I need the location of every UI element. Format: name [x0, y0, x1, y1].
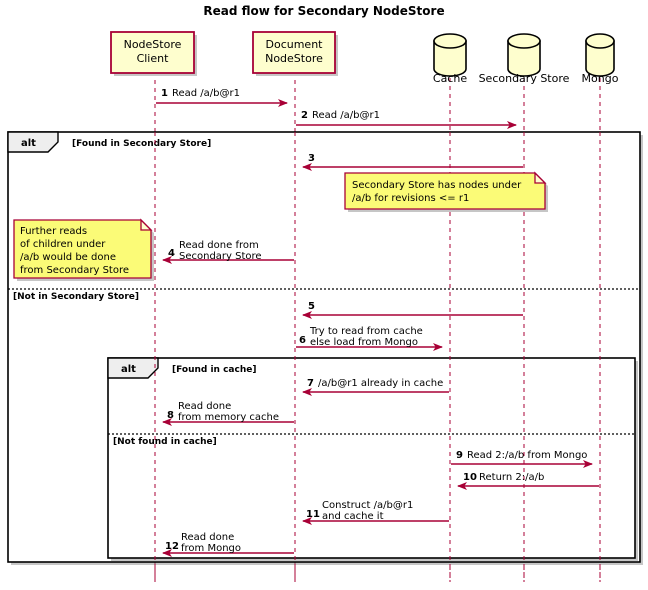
participant-mongo-label: Mongo: [582, 72, 619, 85]
frame-inner-alt: alt [Found in cache] [Not found in cache…: [107, 357, 638, 561]
message-8-label-1: Read done: [178, 401, 231, 412]
message-3: 3: [302, 153, 523, 171]
note-further-reads-line-4: from Secondary Store: [20, 265, 129, 276]
note-secondary-store-fold: [534, 171, 547, 184]
message-11-label-1: Construct /a/b@r1: [322, 500, 413, 511]
frame-inner-alt-operator: alt: [121, 364, 136, 375]
message-5: 5: [302, 301, 523, 319]
note-further-reads-line-2: of children under: [20, 239, 106, 250]
message-6-label-2: else load from Mongo: [310, 337, 418, 348]
message-10-label: Return 2:/a/b: [479, 472, 544, 483]
participant-client-box: [110, 31, 195, 74]
participant-cache-label: Cache: [433, 72, 467, 85]
message-9-label: Read 2:/a/b from Mongo: [467, 450, 587, 461]
message-2: 2 Read /a/b@r1: [296, 110, 517, 129]
note-further-reads: Further reads of children under /a/b wou…: [13, 218, 154, 281]
message-12-label-1: Read done: [181, 532, 234, 543]
participant-cache[interactable]: Cache: [433, 33, 467, 85]
message-4-label-2: Secondary Store: [179, 251, 262, 262]
message-4-number: 4: [168, 248, 175, 259]
database-icon-cache: [433, 33, 467, 77]
message-10: 10 Return 2:/a/b: [457, 472, 599, 490]
participant-client-label-2: Client: [137, 52, 170, 65]
message-3-number: 3: [308, 153, 315, 164]
message-11: 11 Construct /a/b@r1 and cache it: [302, 500, 449, 525]
message-4: 4 Read done from Secondary Store: [162, 240, 294, 264]
frame-inner-alt-guard: [Found in cache]: [172, 365, 256, 375]
message-1: 1 Read /a/b@r1: [156, 88, 288, 107]
message-1-label: Read /a/b@r1: [172, 88, 240, 99]
message-8-label-2: from memory cache: [178, 412, 279, 423]
note-secondary-store-line-1: Secondary Store has nodes under: [352, 180, 522, 191]
participant-client-label-1: NodeStore: [124, 38, 182, 51]
message-1-number: 1: [161, 88, 168, 99]
message-6-number: 6: [299, 335, 306, 346]
diagram-title: Read flow for Secondary NodeStore: [203, 4, 444, 18]
note-secondary-store-line-2: /a/b for revisions <= r1: [352, 193, 469, 204]
message-4-label-1: Read done from: [179, 240, 259, 251]
frame-outer-alt-operator: alt: [21, 138, 36, 149]
frame-inner-alt-operator-tab: [107, 357, 159, 379]
message-8: 8 Read done from memory cache: [162, 401, 294, 426]
frame-outer-alt-guard: [Found in Secondary Store]: [72, 139, 211, 149]
participant-client[interactable]: NodeStore Client: [110, 31, 197, 76]
message-11-number: 11: [306, 509, 320, 520]
participant-secondary-store-label: Secondary Store: [479, 72, 570, 85]
participant-secondary-store[interactable]: Secondary Store: [479, 33, 570, 85]
message-2-number: 2: [301, 110, 308, 121]
message-5-number: 5: [308, 301, 315, 312]
note-further-reads-line-1: Further reads: [20, 226, 87, 237]
database-icon-mongo: [585, 33, 615, 77]
message-7: 7 /a/b@r1 already in cache: [302, 378, 449, 396]
note-further-reads-body: [13, 219, 152, 279]
message-6: 6 Try to read from cache else load from …: [296, 326, 443, 351]
message-10-number: 10: [463, 472, 477, 483]
frame-inner-alt-else-guard: [Not found in cache]: [113, 437, 217, 447]
database-icon-secondary-store: [507, 33, 541, 77]
message-12-number: 12: [165, 541, 179, 552]
message-7-number: 7: [307, 378, 314, 389]
participant-dns-box: [252, 31, 336, 74]
message-7-label: /a/b@r1 already in cache: [318, 378, 443, 389]
message-12: 12 Read done from Mongo: [162, 532, 294, 557]
participant-mongo[interactable]: Mongo: [582, 33, 619, 85]
message-11-label-2: and cache it: [322, 511, 384, 522]
message-8-number: 8: [167, 410, 174, 421]
note-further-reads-fold: [140, 218, 153, 231]
message-6-label-1: Try to read from cache: [309, 326, 423, 337]
frame-outer-alt-operator-tab: [7, 131, 59, 153]
message-9-number: 9: [456, 450, 463, 461]
participant-dns-label-2: NodeStore: [265, 52, 323, 65]
note-further-reads-line-3: /a/b would be done: [20, 252, 116, 263]
frame-outer-alt-else-guard: [Not in Secondary Store]: [13, 292, 139, 302]
message-9: 9 Read 2:/a/b from Mongo: [451, 450, 593, 468]
participant-dns-label-1: Document: [266, 38, 324, 51]
note-secondary-store: Secondary Store has nodes under /a/b for…: [344, 171, 548, 212]
note-secondary-store-body: [344, 172, 546, 210]
message-12-label-2: from Mongo: [181, 543, 241, 554]
participant-document-nodestore[interactable]: Document NodeStore: [252, 31, 338, 76]
message-2-label: Read /a/b@r1: [312, 110, 380, 121]
